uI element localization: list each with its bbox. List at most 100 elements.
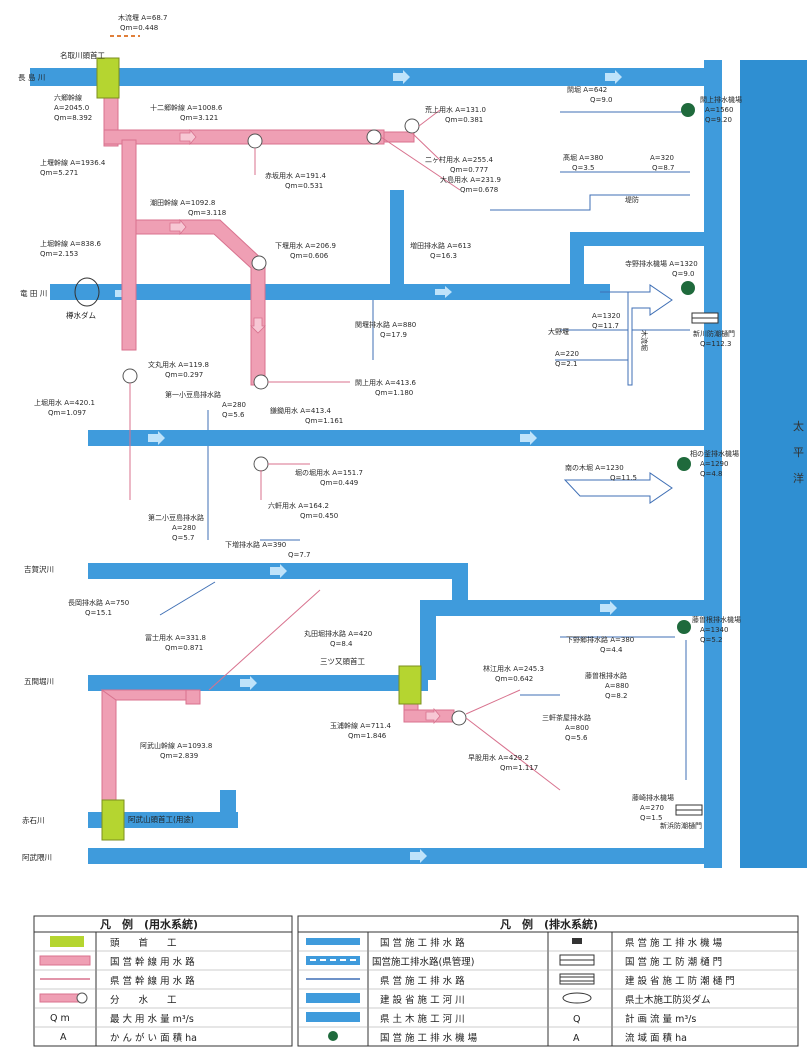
svg-text:県 営 施 工 排 水 路: 県 営 施 工 排 水 路	[380, 975, 465, 987]
drain-mid	[420, 600, 710, 616]
legend-state-canal-symbol	[39, 955, 91, 966]
svg-text:第二小豆島排水路: 第二小豆島排水路	[148, 513, 204, 522]
svg-text:建 設 省 施 工 防 潮 樋 門: 建 設 省 施 工 防 潮 樋 門	[625, 975, 735, 987]
svg-text:玉浦幹線 A=711.4: 玉浦幹線 A=711.4	[330, 721, 391, 730]
svg-text:Qm=0.448: Qm=0.448	[120, 24, 158, 32]
legend-headworks-symbol	[50, 936, 84, 947]
svg-text:か ん が い 面 積 ha: か ん が い 面 積 ha	[110, 1032, 197, 1044]
svg-text:Q=112.3: Q=112.3	[700, 340, 731, 348]
pump-stations	[677, 103, 695, 634]
svg-text:長岡排水路 A=750: 長岡排水路 A=750	[68, 598, 129, 607]
svg-text:六郷幹線: 六郷幹線	[54, 93, 82, 102]
svg-text:大島用水 A=231.9: 大島用水 A=231.9	[440, 175, 501, 184]
svg-text:Q=8.7: Q=8.7	[652, 164, 675, 172]
legend-a-symbol: A	[60, 1032, 67, 1043]
svg-text:Qm=3.118: Qm=3.118	[188, 209, 226, 217]
svg-text:Q=11.5: Q=11.5	[610, 474, 637, 482]
svg-text:国 営 施 工 排 水 路: 国 営 施 工 排 水 路	[380, 937, 465, 949]
legend-diversion-symbol	[39, 992, 88, 1004]
svg-text:Qm=0.606: Qm=0.606	[290, 252, 329, 260]
svg-text:上堀幹線 A=838.6: 上堀幹線 A=838.6	[40, 239, 101, 248]
svg-text:閖上排水機場: 閖上排水機場	[700, 95, 742, 104]
legend-dam-symbol	[562, 992, 592, 1004]
svg-text:Qm=0.642: Qm=0.642	[495, 675, 533, 683]
svg-text:Qm=3.121: Qm=3.121	[180, 114, 218, 122]
drain-lines	[159, 111, 690, 780]
svg-text:Qm=0.381: Qm=0.381	[445, 116, 483, 124]
legend-gate-state-symbol	[559, 954, 595, 966]
svg-text:A=280: A=280	[172, 524, 196, 532]
svg-text:Q=4.8: Q=4.8	[700, 470, 723, 478]
legend: 凡 例 (用水系統) Q m A 頭 首 工 国 営 幹 線 用 水 路 県 営…	[33, 915, 799, 1047]
svg-text:藤曽根排水路: 藤曽根排水路	[585, 671, 627, 680]
svg-text:Q=8.2: Q=8.2	[605, 692, 628, 700]
river-naruse	[30, 68, 710, 86]
svg-text:Q=5.7: Q=5.7	[172, 534, 195, 542]
svg-text:潮田幹線 A=1092.8: 潮田幹線 A=1092.8	[150, 198, 215, 207]
state-canals	[100, 85, 455, 811]
svg-text:大野堰: 大野堰	[548, 327, 569, 336]
river-arumatsu	[88, 848, 710, 864]
drain-main-1	[88, 430, 710, 446]
svg-text:五間堀川: 五間堀川	[24, 677, 54, 686]
svg-text:Qm=0.450: Qm=0.450	[300, 512, 338, 520]
misc-labels: 堤防 大野堰 A=1320 Q=11.7 A=220 Q=2.1 木流堀 新川防…	[548, 195, 735, 830]
legend-water-title: 凡 例 (用水系統)	[100, 917, 198, 931]
headworks-bottom	[101, 799, 125, 841]
source-label: 木流堰 A=68.7 Qm=0.448	[118, 13, 167, 32]
svg-text:鎌鋤用水 A=413.4: 鎌鋤用水 A=413.4	[270, 406, 331, 415]
svg-text:Q=8.4: Q=8.4	[330, 640, 353, 648]
legend-pump-symbol	[328, 1031, 338, 1041]
svg-text:Qm=0.297: Qm=0.297	[165, 371, 203, 379]
svg-text:Qm=0.777: Qm=0.777	[450, 166, 488, 174]
svg-text:建 設 省 施 工 河 川: 建 設 省 施 工 河 川	[380, 994, 465, 1006]
svg-text:林江用水 A=245.3: 林江用水 A=245.3	[483, 664, 544, 673]
legend-q-symbol: Q	[573, 1014, 580, 1025]
svg-text:吉賀沢川: 吉賀沢川	[24, 564, 54, 574]
svg-text:県土木施工防災ダム: 県土木施工防災ダム	[625, 994, 711, 1006]
svg-text:六軒用水 A=164.2: 六軒用水 A=164.2	[268, 501, 329, 510]
svg-text:丸田堀排水路 A=420: 丸田堀排水路 A=420	[304, 629, 372, 638]
svg-text:赤坂用水 A=191.4: 赤坂用水 A=191.4	[265, 171, 326, 180]
legend-pump-pref-symbol	[572, 938, 582, 944]
svg-text:Qm=1.161: Qm=1.161	[305, 417, 343, 425]
svg-text:Qm=1.180: Qm=1.180	[375, 389, 413, 397]
svg-text:名取川頭首工: 名取川頭首工	[60, 50, 105, 60]
svg-text:文丸用水 A=119.8: 文丸用水 A=119.8	[148, 360, 209, 369]
svg-text:荒上用水 A=131.0: 荒上用水 A=131.0	[425, 105, 486, 114]
ocean-label-1: 太	[793, 420, 804, 433]
svg-text:A=1290: A=1290	[700, 460, 728, 468]
svg-text:関堰排水路 A=880: 関堰排水路 A=880	[355, 320, 416, 329]
svg-text:A=880: A=880	[605, 682, 629, 690]
legend-drain-title: 凡 例 (排水系統)	[500, 917, 598, 931]
minaminoki-outflow	[563, 472, 673, 504]
svg-text:県 営 幹 線 用 水 路: 県 営 幹 線 用 水 路	[110, 975, 195, 987]
svg-text:国 営 施 工 排 水 機 場: 国 営 施 工 排 水 機 場	[380, 1032, 478, 1044]
svg-text:最 大 用 水 量 m³/s: 最 大 用 水 量 m³/s	[110, 1013, 194, 1025]
svg-text:閖堀 A=642: 閖堀 A=642	[567, 85, 607, 94]
canal-arrows	[169, 128, 441, 725]
svg-text:Qm=1.097: Qm=1.097	[48, 409, 86, 417]
svg-text:増田排水路 A=613: 増田排水路 A=613	[410, 241, 471, 250]
svg-text:Qm=0.449: Qm=0.449	[320, 479, 358, 487]
svg-text:頭 首 工: 頭 首 工	[110, 937, 177, 949]
svg-text:Qm=8.392: Qm=8.392	[54, 114, 92, 122]
legend-a-drain-symbol: A	[573, 1033, 580, 1044]
svg-text:相の釜排水機場: 相の釜排水機場	[690, 449, 739, 458]
pref-canals	[129, 109, 561, 791]
svg-text:寺野排水機場 A=1320: 寺野排水機場 A=1320	[625, 259, 698, 268]
dam-symbol	[74, 277, 100, 307]
svg-text:藤崎排水機場: 藤崎排水機場	[632, 793, 674, 802]
ocean-label-2: 平	[793, 446, 804, 459]
svg-text:Qm=2.839: Qm=2.839	[160, 752, 198, 760]
svg-text:県 営 施 工 排 水 機 場: 県 営 施 工 排 水 機 場	[625, 937, 723, 949]
svg-text:A=1320: A=1320	[592, 312, 620, 320]
legend-construction-river-symbol	[306, 993, 360, 1003]
svg-text:冨士用水 A=331.8: 冨士用水 A=331.8	[145, 633, 206, 642]
legend-gate-const-symbol	[559, 973, 595, 985]
pacific-ocean	[740, 60, 807, 868]
svg-text:下野郷排水路 A=380: 下野郷排水路 A=380	[566, 635, 634, 644]
legend-civil-river-symbol	[306, 1012, 360, 1022]
svg-text:Q=17.9: Q=17.9	[380, 331, 407, 339]
svg-text:Qm=2.153: Qm=2.153	[40, 250, 78, 258]
